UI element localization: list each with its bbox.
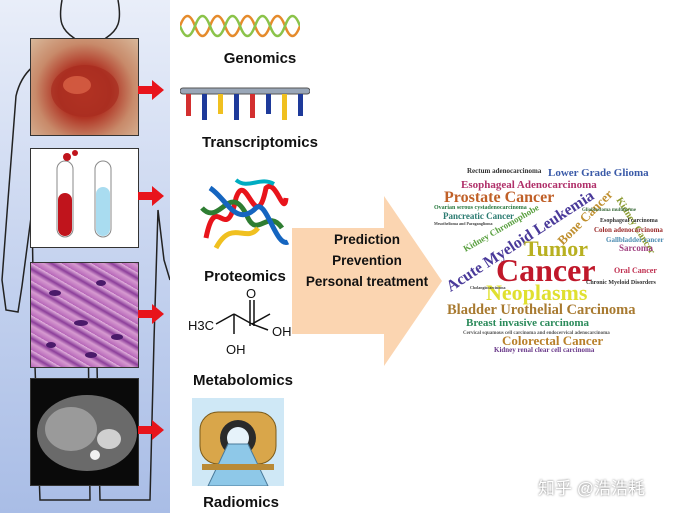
word-cloud-term: Tumor (524, 236, 588, 261)
tumor-tissue-photo (30, 38, 139, 136)
word-cloud-term: Prostate Cancer (444, 189, 555, 206)
radiomics-label: Radiomics (203, 494, 279, 511)
word-cloud-term: Esophageal Adenocarcinoma (461, 179, 597, 191)
h3c-text: H3C (188, 318, 214, 333)
proteomics-label: Proteomics (204, 268, 286, 285)
prediction-text: Prediction (333, 232, 400, 247)
word-cloud-term: Colorectal Cancer (502, 333, 604, 348)
word-cloud-term: Gallbladder cancer (606, 236, 664, 244)
word-cloud-term: Sarcoma (619, 243, 653, 253)
word-cloud-term: Chronic Myeloid Disorders (586, 280, 656, 286)
watermark-text: 知乎 @浩浩耗 (538, 479, 645, 498)
transcriptomics-label: Transcriptomics (202, 134, 318, 151)
word-cloud-term: Colon adenocarcinoma (594, 226, 663, 234)
word-cloud-term: Mesothelioma and Paraganglioma (434, 221, 493, 226)
word-cloud-term: Neoplasms (486, 280, 588, 305)
word-cloud-term: Oral Cancer (614, 266, 657, 275)
word-cloud-term: Glioblastoma multiforme (582, 208, 637, 213)
word-cloud-term: Esophageal carcinoma (600, 218, 658, 224)
large-right-arrow-icon (292, 196, 442, 366)
word-cloud-term: Lower Grade Glioma (548, 167, 649, 179)
red-arrow-icon (138, 186, 164, 206)
red-arrow-icon (138, 80, 164, 100)
ct-scan-photo (30, 378, 139, 486)
word-cloud-term: Kidney renal clear cell carcinoma (494, 346, 595, 354)
word-cloud-term: Cervical squamous cell carcinoma and end… (463, 331, 610, 336)
hydroxyl-bottom-text: OH (226, 342, 246, 357)
mri-scanner-icon (192, 398, 284, 486)
personal-treatment-text: Personal treatment (305, 274, 429, 289)
word-cloud-term: Bladder Urothelial Carcinoma (447, 302, 636, 318)
word-cloud-term: Cancer (496, 252, 596, 288)
protein-structure-icon (200, 178, 290, 250)
hydroxyl-right-text: OH (272, 324, 292, 339)
red-arrow-icon (138, 304, 164, 324)
body-silhouette-panel (0, 0, 170, 513)
word-cloud-term: Breast invasive carcinoma (466, 317, 590, 329)
oxygen-text: O (246, 288, 256, 301)
word-cloud-term: Pancreatic Cancer (443, 211, 515, 221)
metabolomics-label: Metabolomics (192, 372, 294, 389)
red-arrow-icon (138, 420, 164, 440)
dna-helix-icon (180, 14, 300, 38)
word-cloud-term: Cholangiocarcinoma (470, 285, 506, 290)
lactic-acid-molecule-icon: H3C O OH OH (188, 288, 292, 357)
mrna-strand-icon (180, 87, 310, 120)
histology-slide-photo (30, 262, 139, 368)
blood-sample-tubes-photo (30, 148, 139, 248)
prevention-text: Prevention (332, 253, 402, 268)
genomics-label: Genomics (223, 50, 297, 67)
word-cloud-term: Ovarian serous cystadenocarcinoma (434, 205, 527, 211)
word-cloud-term: Rectum adenocarcinoma (467, 167, 542, 175)
